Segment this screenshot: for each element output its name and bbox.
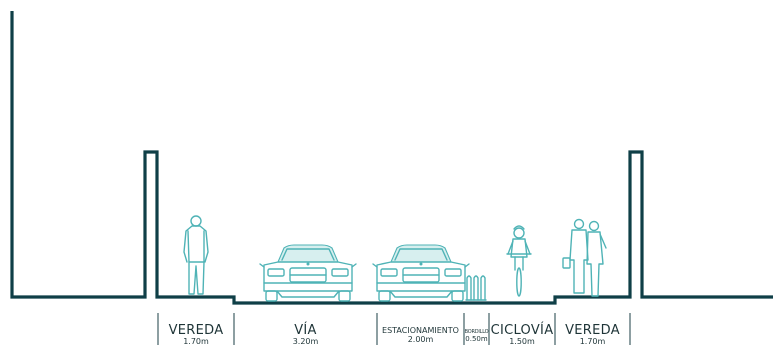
segment-label-ciclovia: CICLOVÍA 1.50m <box>489 324 555 346</box>
street-profile-line <box>10 11 773 305</box>
segment-name: VÍA <box>294 323 317 338</box>
segment-width: 0.50m <box>465 335 488 343</box>
bollard-icon <box>465 275 487 301</box>
segment-label-bordillo: BORDILLO 0.50m <box>464 330 489 343</box>
pedestrian-icon <box>183 215 209 295</box>
segment-label-via: VÍA 3.20m <box>234 324 377 346</box>
segment-label-vereda-left: VEREDA 1.70m <box>158 324 234 346</box>
segment-label-vereda-right: VEREDA 1.70m <box>555 324 630 346</box>
segment-name: VEREDA <box>168 323 224 338</box>
segment-name: VEREDA <box>565 323 620 338</box>
cyclist-icon <box>506 225 532 297</box>
segment-width: 1.70m <box>579 337 606 346</box>
segment-name: BORDILLO <box>464 329 489 335</box>
segment-label-estacionamiento: ESTACIONAMIENTO 2.00m <box>377 327 464 344</box>
segment-dividers <box>157 313 631 345</box>
segment-name: ESTACIONAMIENTO <box>382 326 459 335</box>
car-icon <box>259 244 357 302</box>
segment-width: 1.50m <box>509 337 535 346</box>
segment-name: CICLOVÍA <box>490 323 554 338</box>
pedestrian-couple-icon <box>562 218 607 297</box>
segment-width: 2.00m <box>407 335 434 344</box>
segment-width: 1.70m <box>183 337 209 346</box>
car-icon <box>372 244 470 302</box>
segment-width: 3.20m <box>292 337 319 346</box>
